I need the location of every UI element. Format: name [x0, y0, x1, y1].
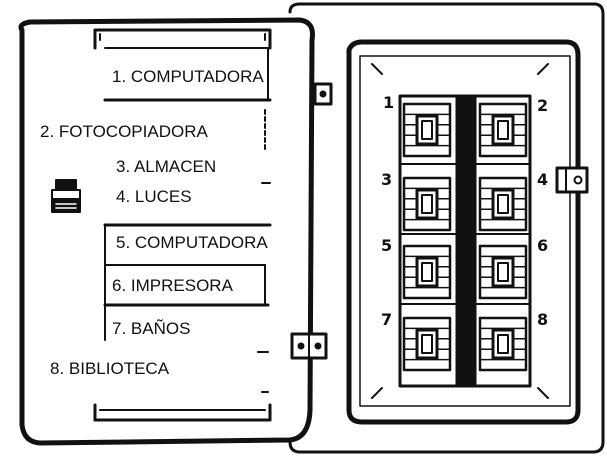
breaker-number-1: 1: [383, 93, 395, 112]
breaker-switch-8: [478, 316, 528, 372]
breaker-switch-6: [478, 244, 528, 300]
circuit-label-8: 8. BIBLIOTECA: [50, 359, 170, 378]
latch-lock-icon: [313, 82, 333, 106]
breaker-switch-7: [402, 316, 452, 372]
circuit-label-7: 7. BAÑOS: [112, 319, 191, 338]
hinge-icon: [290, 332, 328, 360]
circuit-label-4: 4. LUCES: [116, 187, 192, 206]
panel-door: [18, 17, 315, 446]
box-latch-icon: [555, 166, 589, 194]
breaker-number-5: 5: [381, 236, 393, 255]
printer-icon: [51, 179, 81, 213]
breaker-number-7: 7: [381, 310, 393, 329]
breaker-number-8: 8: [537, 310, 549, 329]
breaker-switch-5: [402, 244, 452, 300]
panel-box: [288, 2, 605, 454]
breaker-switch-4: [478, 176, 528, 232]
breaker-switch-3: [402, 176, 452, 232]
circuit-label-1: 1. COMPUTADORA: [112, 67, 264, 86]
breaker-number-6: 6: [537, 236, 549, 255]
circuit-label-6: 6. IMPRESORA: [112, 276, 233, 295]
circuit-label-5: 5. COMPUTADORA: [116, 233, 268, 252]
breaker-switch-1: [402, 102, 452, 158]
circuit-label-2: 2. FOTOCOPIADORA: [40, 122, 208, 141]
breaker-number-4: 4: [537, 170, 549, 189]
breaker-switch-2: [478, 102, 528, 158]
breaker-bank: [399, 102, 531, 372]
circuit-label-3: 3. ALMACEN: [116, 157, 217, 176]
breaker-number-2: 2: [537, 96, 549, 115]
breaker-number-3: 3: [381, 170, 393, 189]
